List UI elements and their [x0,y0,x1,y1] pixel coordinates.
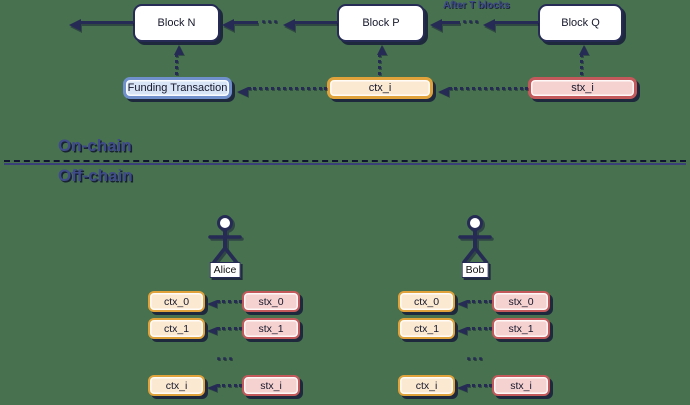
bob-stx0-label: stx_0 [508,295,534,308]
block-n-node: Block N [133,4,220,42]
bob-ctx1-node: ctx_1 [398,318,455,339]
bob-stx1-node: stx_1 [492,318,550,339]
chain-arrow-pq2-icon [483,19,538,31]
alice-ctx0-node: ctx_0 [148,291,205,312]
chain-arrow-np1-icon [222,19,258,31]
stx-i-onchain-node: stx_i [528,77,637,99]
chain-arrow-np2-icon [283,19,337,31]
alice-ctxi-node: ctx_i [148,375,205,396]
bob-ctx1-label: ctx_1 [413,322,440,335]
after-t-blocks-label: After T blocks [443,0,510,11]
on-chain-label: On-chain [58,136,132,155]
bob-stxi-label: stx_i [510,379,532,392]
chain-arrow-left-icon [69,19,133,31]
bob-rowi-arrow-icon [457,384,492,392]
alice-stxi-node: stx_i [242,375,300,396]
alice-stx1-label: stx_1 [258,322,284,335]
alice-row1-arrow-icon [207,327,242,335]
alice-rowi-arrow-icon [207,384,242,392]
bob-stx1-label: stx_1 [508,322,534,335]
bob-row0-arrow-icon [457,300,492,308]
alice-stxi-label: stx_i [260,379,282,392]
alice-stx0-node: stx_0 [242,291,300,312]
ctx-to-funding-arrow-icon [237,86,327,97]
funding-transaction-label: Funding Transaction [127,82,228,94]
bob-row1-arrow-icon [457,327,492,335]
alice-actor-icon [208,215,242,264]
block-p-node: Block P [337,4,425,42]
stx-i-onchain-label: stx_i [571,82,594,94]
alice-group: Alice ctx_0 stx_0 ctx_1 stx_1 ... ctx_i … [140,212,310,405]
stx-confirm-arrow-icon [579,45,589,75]
block-q-label: Block Q [561,17,600,29]
bob-rows-ellipsis: ... [466,344,485,364]
chain-divider-line [4,160,686,165]
off-chain-label: Off-chain [58,166,133,185]
block-q-node: Block Q [538,4,623,42]
alice-ctxi-label: ctx_i [165,379,188,392]
bob-actor-icon [458,215,492,264]
alice-name-label: Alice [209,262,241,278]
bob-group: Bob ctx_0 stx_0 ctx_1 stx_1 ... ctx_i st… [390,212,560,405]
bob-name-label: Bob [461,262,489,278]
chain-ellipsis-pq: ... [462,7,481,27]
bob-stxi-node: stx_i [492,375,550,396]
bob-ctx0-label: ctx_0 [413,295,440,308]
ctx-confirm-arrow-icon [377,45,387,75]
alice-rows-ellipsis: ... [216,344,235,364]
funding-transaction-node: Funding Transaction [123,77,232,99]
alice-stx0-label: stx_0 [258,295,284,308]
block-p-label: Block P [362,17,400,29]
alice-stx1-node: stx_1 [242,318,300,339]
ctx-i-onchain-label: ctx_i [368,82,392,94]
bob-ctxi-node: ctx_i [398,375,455,396]
alice-ctx1-label: ctx_1 [163,322,190,335]
stx-to-ctx-arrow-icon [438,86,528,97]
ctx-i-onchain-node: ctx_i [327,77,433,99]
alice-ctx0-label: ctx_0 [163,295,190,308]
alice-row0-arrow-icon [207,300,242,308]
bob-ctxi-label: ctx_i [415,379,438,392]
bob-stx0-node: stx_0 [492,291,550,312]
alice-ctx1-node: ctx_1 [148,318,205,339]
chain-arrow-pq1-icon [430,19,460,31]
chain-ellipsis-np: ... [261,7,280,27]
funding-confirm-arrow-icon [174,45,184,75]
block-n-label: Block N [157,17,196,29]
bob-ctx0-node: ctx_0 [398,291,455,312]
